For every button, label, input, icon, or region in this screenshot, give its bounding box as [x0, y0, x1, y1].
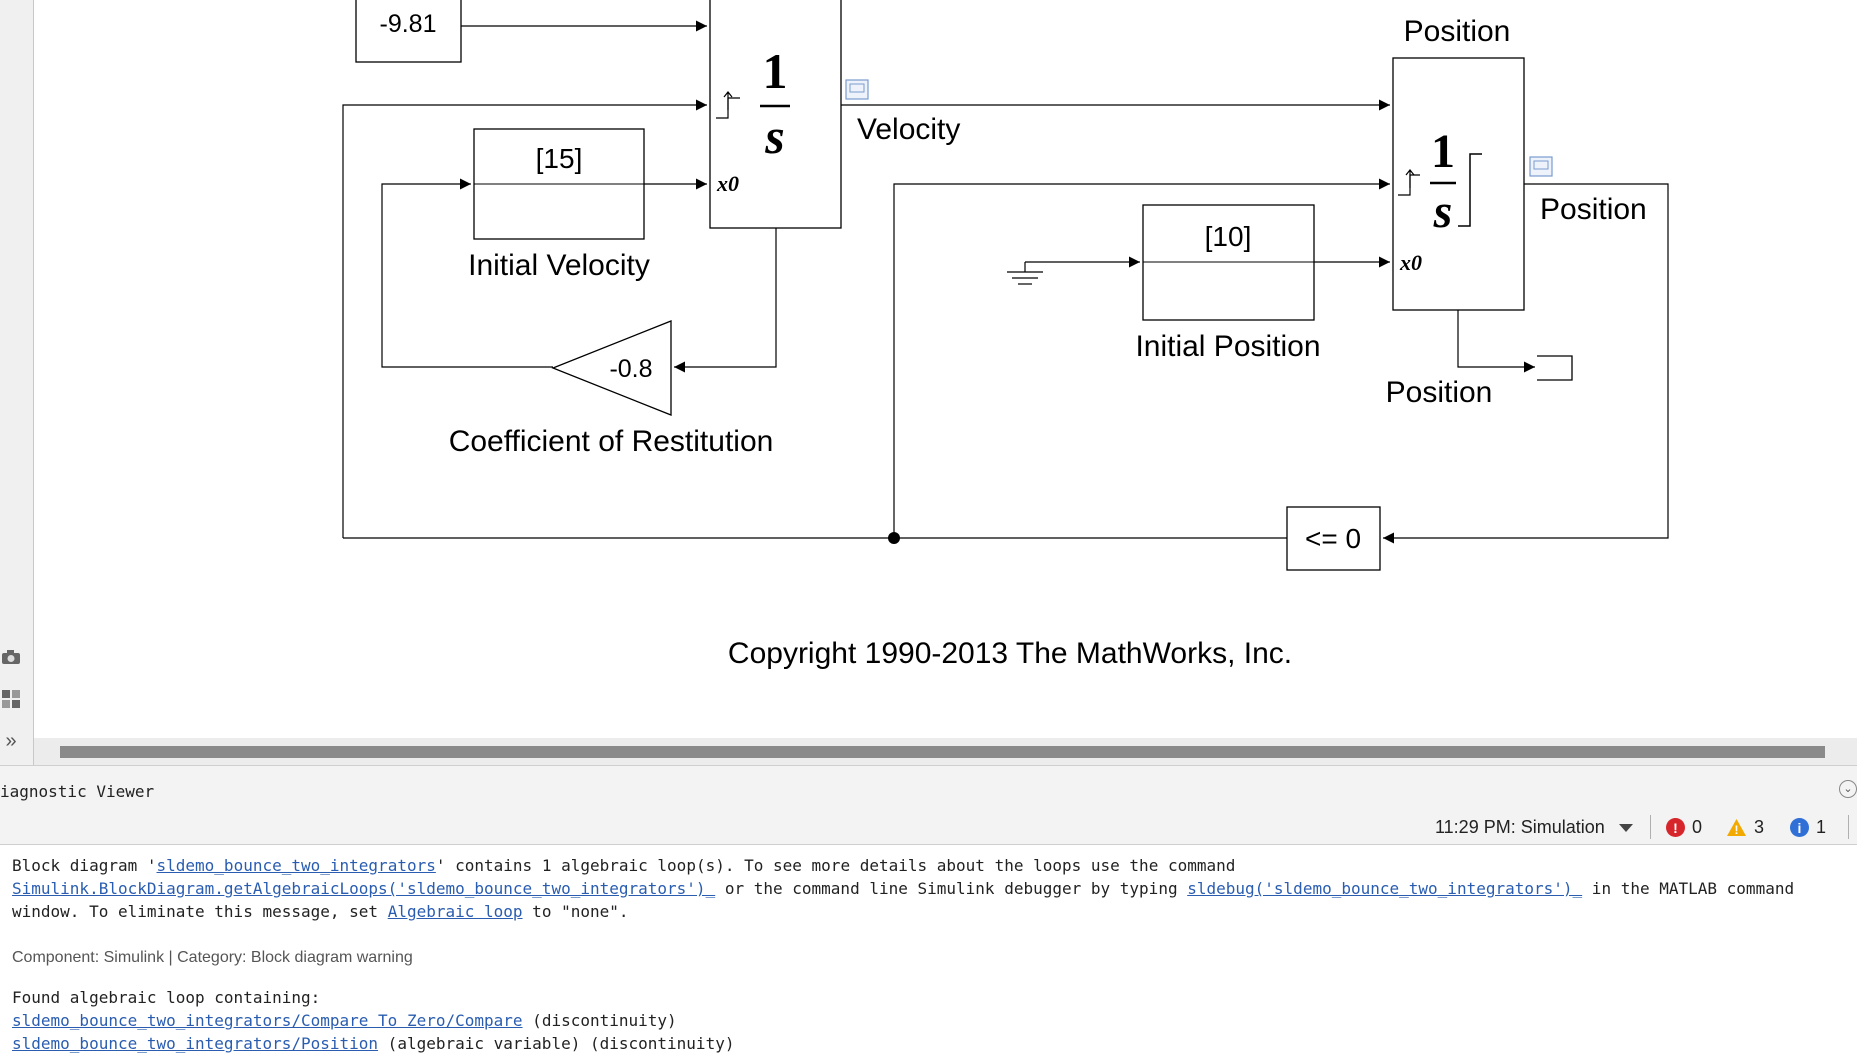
signal-line: [381, 178, 553, 368]
loop-item: sldemo_bounce_two_integrators/Compare To…: [12, 1009, 677, 1032]
expand-chevrons-icon[interactable]: »: [5, 729, 17, 752]
position-block-link[interactable]: sldemo_bounce_two_integrators/Position: [12, 1034, 379, 1053]
position-output-label: Position: [1540, 193, 1647, 226]
velocity-integrator-block[interactable]: 1 s x0: [709, 0, 842, 229]
scrollbar-thumb[interactable]: [60, 746, 1825, 758]
initial-velocity-label: Initial Velocity: [468, 249, 650, 282]
warning-icon: !: [1727, 819, 1746, 837]
message-text: Block diagram ': [12, 856, 157, 875]
chevron-down-icon: [1618, 823, 1633, 832]
initial-position-label: Initial Position: [1135, 330, 1320, 363]
loop-item-note: (discontinuity): [522, 1011, 677, 1030]
canvas-horizontal-scrollbar[interactable]: [34, 738, 1857, 765]
algebraic-loop-setting-link[interactable]: Algebraic loop: [387, 902, 523, 921]
diagnostic-viewer-title: iagnostic Viewer: [0, 782, 155, 801]
message-text: or the command line Simulink debugger by…: [715, 879, 1188, 898]
message-line-1: Block diagram 'sldemo_bounce_two_integra…: [12, 854, 1235, 877]
signal-line: [893, 178, 1390, 538]
velocity-signal-label: Velocity: [857, 113, 960, 146]
message-text: window. To eliminate this message, set: [12, 902, 388, 921]
initial-velocity-value: [15]: [536, 143, 583, 174]
position-integrator-num: 1: [1431, 125, 1455, 178]
svg-text:!: !: [1735, 823, 1739, 837]
coefficient-value: -0.8: [609, 355, 652, 383]
initial-velocity-block[interactable]: [15]: [473, 128, 645, 240]
branch-junction: [888, 532, 900, 544]
message-line-2: Simulink.BlockDiagram.getAlgebraicLoops(…: [12, 877, 1794, 900]
signal-line: [1383, 183, 1669, 544]
diagnostic-viewer-titlebar: iagnostic Viewer ⌄: [0, 765, 1857, 810]
terminator-icon: [1537, 355, 1573, 381]
compare-value: <= 0: [1305, 523, 1361, 554]
info-count: 1: [1816, 817, 1827, 837]
error-icon: !: [1666, 818, 1685, 837]
velocity-x0-port-label: x0: [716, 171, 739, 196]
ground-icon: [1007, 262, 1043, 285]
position-outport-label: Position: [1386, 376, 1493, 409]
compare-to-zero-block[interactable]: <= 0: [1286, 506, 1381, 571]
get-algebraic-loops-link[interactable]: Simulink.BlockDiagram.getAlgebraicLoops(…: [12, 879, 716, 898]
simulation-run-select[interactable]: 11:29 PM: Simulation: [1435, 817, 1633, 838]
gravity-value: -9.81: [380, 10, 437, 38]
info-icon: i: [1790, 818, 1809, 837]
diagnostic-message-panel: Block diagram 'sldemo_bounce_two_integra…: [0, 845, 1857, 1057]
saturation-limit-icon: [1458, 153, 1482, 227]
left-tool-strip: »: [0, 0, 34, 765]
position-block-title: Position: [1404, 15, 1511, 48]
toolbar-separator: [1848, 815, 1849, 839]
compare-block-link[interactable]: sldemo_bounce_two_integrators/Compare To…: [12, 1011, 523, 1030]
model-link[interactable]: sldemo_bounce_two_integrators: [156, 856, 436, 875]
copyright-annotation: Copyright 1990-2013 The MathWorks, Inc.: [728, 637, 1292, 670]
coefficient-gain-block[interactable]: -0.8: [551, 320, 672, 416]
message-text: ' contains 1 algebraic loop(s). To see m…: [435, 856, 1236, 875]
loop-item: sldemo_bounce_two_integrators/Position (…: [12, 1032, 734, 1055]
block-library-icon[interactable]: [0, 688, 22, 710]
position-x0-port-label: x0: [1399, 250, 1422, 275]
signal-viewer-icon[interactable]: [845, 79, 869, 100]
initial-position-block[interactable]: [10]: [1142, 204, 1315, 321]
error-filter[interactable]: ! 0: [1666, 817, 1702, 838]
message-line-3: window. To eliminate this message, set A…: [12, 900, 629, 923]
signal-line: [342, 99, 707, 538]
gravity-constant-block[interactable]: -9.81: [355, 0, 462, 63]
component-category-line: Component: Simulink | Category: Block di…: [12, 949, 413, 966]
message-text: to "none".: [522, 902, 629, 921]
model-canvas[interactable]: -9.81 1 s x0 Velocity [15] Initial Veloc…: [34, 0, 1857, 738]
warning-filter[interactable]: ! 3: [1726, 817, 1764, 838]
velocity-integrator-den: s: [764, 108, 784, 164]
info-filter[interactable]: i 1: [1790, 817, 1826, 838]
position-integrator-block[interactable]: 1 s x0: [1392, 57, 1525, 311]
signal-line: [1457, 310, 1535, 373]
error-count: 0: [1692, 817, 1703, 837]
message-text: in the MATLAB command: [1582, 879, 1795, 898]
collapse-icon[interactable]: ⌄: [1839, 780, 1857, 798]
signal-viewer-icon[interactable]: [1529, 156, 1553, 177]
loop-item-note: (algebraic variable) (discontinuity): [378, 1034, 735, 1053]
block-diagram: -9.81 1 s x0 Velocity [15] Initial Veloc…: [342, 0, 1669, 670]
velocity-integrator-num: 1: [763, 43, 788, 99]
initial-position-value: [10]: [1205, 221, 1252, 252]
found-loop-label: Found algebraic loop containing:: [12, 988, 321, 1007]
warning-count: 3: [1754, 817, 1765, 837]
position-integrator-den: s: [1433, 185, 1453, 238]
diagnostic-viewer-toolbar: 11:29 PM: Simulation ! 0 ! 3 i 1: [0, 809, 1857, 845]
signal-line: [674, 228, 777, 373]
sldebug-link[interactable]: sldebug('sldemo_bounce_two_integrators')…: [1187, 879, 1583, 898]
toolbar-separator: [1650, 815, 1651, 839]
simulation-run-label: 11:29 PM: Simulation: [1435, 817, 1605, 837]
camera-icon[interactable]: [0, 646, 22, 668]
coefficient-label: Coefficient of Restitution: [449, 425, 774, 458]
